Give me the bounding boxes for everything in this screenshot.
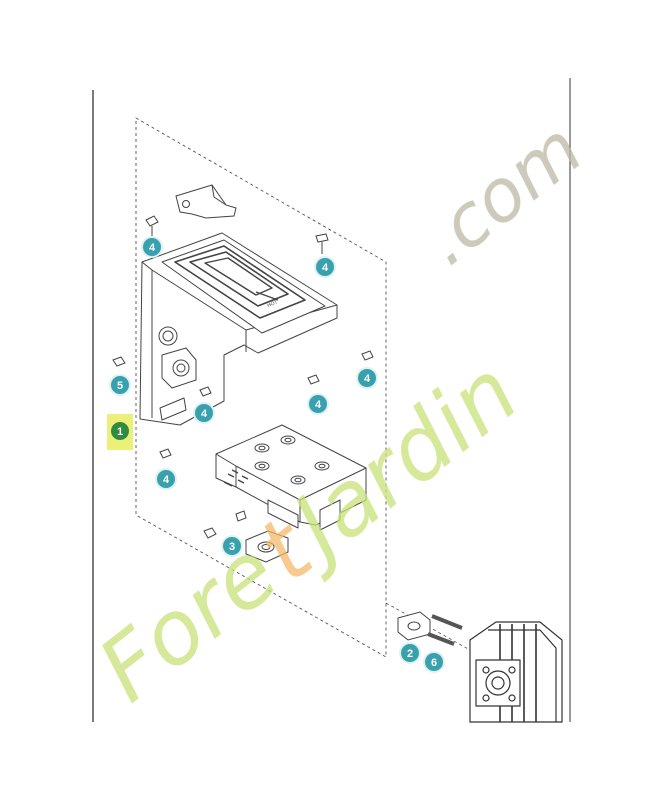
callout-2[interactable]: 2 [399,642,421,664]
exhaust-flange [203,510,289,563]
callout-6[interactable]: 6 [423,651,445,673]
callout-label: 4 [322,262,329,274]
callout-label: 4 [364,373,371,385]
callout-3[interactable]: 3 [221,535,243,557]
mounting-bracket [175,184,237,219]
callout-label: 4 [163,474,170,486]
callout-4e[interactable]: 4 [193,402,215,424]
main-callout[interactable] [111,422,129,440]
callout-4c[interactable]: 4 [356,367,378,389]
muffler [215,424,367,531]
watermark-part4: .com [407,106,598,281]
callout-4f[interactable]: 4 [155,468,177,490]
heat-shield: HOT [139,232,338,426]
svg-text:HOT: HOT [267,299,279,309]
main-callout-label: 1 [117,426,123,438]
gasket-and-studs [397,611,463,646]
assembly-boundary [135,117,387,658]
callout-4a[interactable]: 4 [141,236,163,258]
callout-label: 5 [117,380,123,392]
callout-4b[interactable]: 4 [314,256,336,278]
callout-label: 3 [229,541,235,553]
callout-label: 4 [315,399,322,411]
callout-label: 4 [149,242,156,254]
fasteners [112,215,374,459]
callout-label: 6 [431,657,437,669]
callout-label: 2 [407,648,413,660]
callout-4d[interactable]: 4 [307,393,329,415]
callout-label: 4 [201,408,208,420]
callout-5[interactable]: 5 [109,374,131,396]
cylinder-head [469,621,563,723]
